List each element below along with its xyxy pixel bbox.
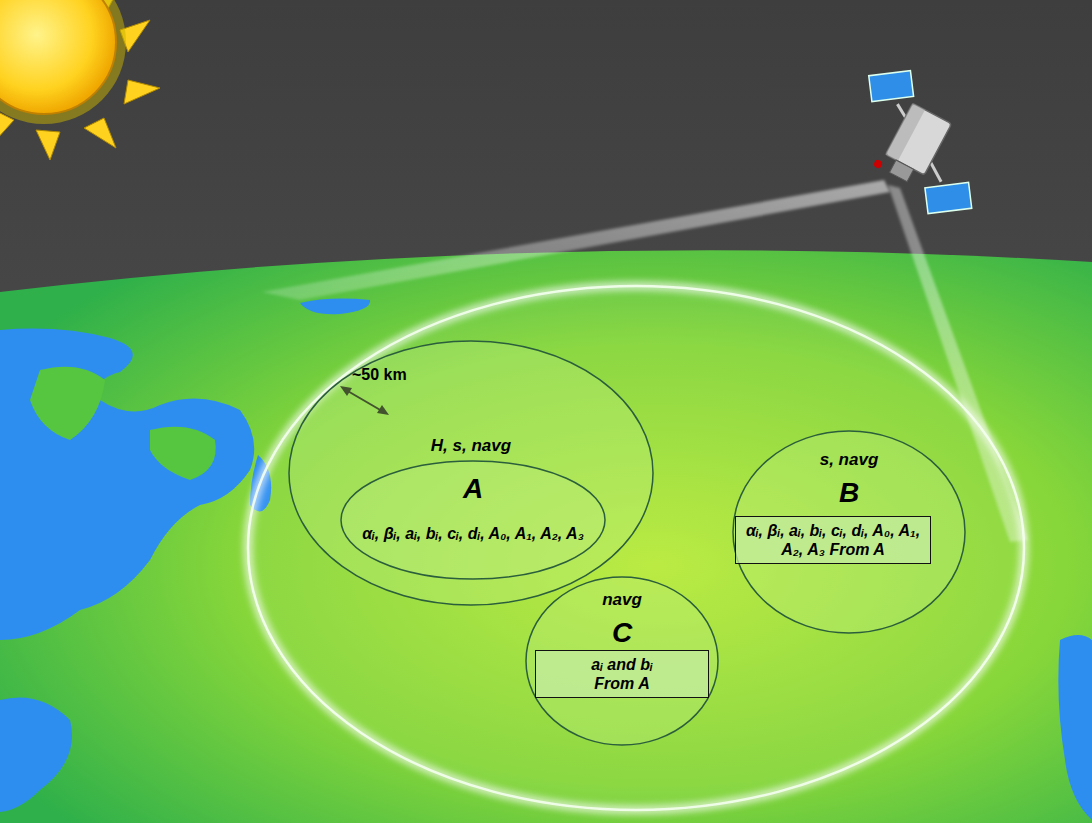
parameter-text: αᵢ, βᵢ, aᵢ, bᵢ, cᵢ, dᵢ, A₀, A₁, A₂, A₃ F… [742,521,924,559]
sun [0,0,160,160]
parameter-box: aᵢ and bᵢ From A [535,650,709,698]
region-circle: s, navgBαᵢ, βᵢ, aᵢ, bᵢ, cᵢ, dᵢ, A₀, A₁, … [732,430,966,634]
parameter-text: navg [562,590,682,610]
parameter-text: H, s, navg [371,436,571,456]
region-circle: navgCaᵢ and bᵢ From A [525,576,719,746]
parameter-text: aᵢ and bᵢ From A [542,655,702,693]
parameter-text: s, navg [779,450,919,470]
satellite [825,54,1016,230]
region-letter: A [433,472,513,506]
parameter-text: αᵢ, βᵢ, aᵢ, bᵢ, cᵢ, dᵢ, A₀, A₁, A₂, A₃ [357,524,589,543]
region-letter: C [582,616,662,650]
region-circle: H, s, navgAαᵢ, βᵢ, aᵢ, bᵢ, cᵢ, dᵢ, A₀, A… [288,340,654,606]
region-circle: Aαᵢ, βᵢ, aᵢ, bᵢ, cᵢ, dᵢ, A₀, A₁, A₂, A₃ [340,460,606,580]
dimension-label: ~50 km [352,366,407,384]
region-letter: B [809,476,889,510]
parameter-box: αᵢ, βᵢ, aᵢ, bᵢ, cᵢ, dᵢ, A₀, A₁, A₂, A₃ F… [735,516,931,564]
